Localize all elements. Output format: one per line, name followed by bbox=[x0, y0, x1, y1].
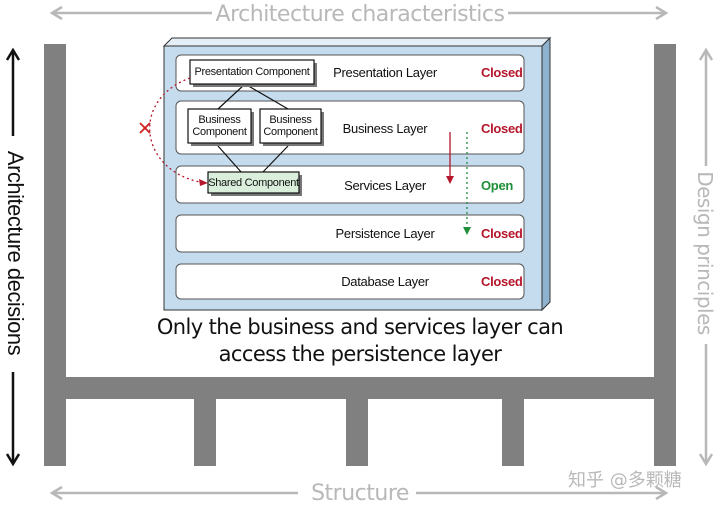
component-connectors bbox=[217, 83, 289, 174]
shared-component-label: Shared Component bbox=[208, 177, 299, 189]
business-to-services-arrowhead bbox=[446, 176, 454, 184]
presentation-component-box bbox=[189, 59, 315, 85]
leg-3 bbox=[502, 399, 524, 466]
left-pillar bbox=[44, 44, 66, 466]
blocked-bypass-arrowhead bbox=[199, 179, 208, 186]
bottom-arrow bbox=[49, 485, 669, 501]
presentation-layer-name: Presentation Layer bbox=[333, 65, 437, 80]
business-to-persistence-arrowhead bbox=[463, 227, 471, 235]
presentation-component-label: Presentation Component bbox=[194, 66, 310, 78]
business-component-2-label: Business Component bbox=[263, 114, 318, 138]
persistence-layer-status: Closed bbox=[481, 226, 523, 241]
business-component-1-label: Business Component bbox=[192, 114, 247, 138]
database-layer-box bbox=[175, 263, 525, 300]
presentation-layer-status: Closed bbox=[481, 65, 523, 80]
business-layer-name: Business Layer bbox=[342, 121, 428, 136]
leg-1 bbox=[194, 399, 216, 466]
architecture-decisions-label: Architecture decisions bbox=[3, 150, 28, 356]
structure-label: Structure bbox=[311, 481, 409, 506]
watermark: 知乎 @多颗糖 bbox=[568, 470, 682, 491]
database-layer-name: Database Layer bbox=[341, 274, 429, 289]
persistence-layer-name: Persistence Layer bbox=[335, 226, 435, 241]
business-layer-status: Closed bbox=[481, 121, 523, 136]
top-arrow bbox=[49, 5, 669, 21]
caption-line-1: Only the business and services layer can bbox=[156, 315, 564, 339]
structure-frame bbox=[44, 44, 676, 466]
right-arrow bbox=[698, 47, 714, 467]
leg-2 bbox=[346, 399, 368, 466]
shared-component-box bbox=[207, 171, 300, 194]
persistence-layer-box bbox=[175, 214, 525, 253]
architecture-characteristics-label: Architecture characteristics bbox=[215, 2, 505, 27]
diagram-caption: Only the business and services layer can… bbox=[150, 314, 570, 368]
design-principles-label: Design principles bbox=[693, 171, 717, 335]
floor-beam bbox=[44, 377, 676, 399]
component-boxes bbox=[187, 59, 324, 196]
services-layer-status: Open bbox=[481, 178, 514, 193]
left-arrow bbox=[5, 47, 21, 467]
blocked-x-icon bbox=[139, 122, 151, 134]
services-layer-name: Services Layer bbox=[344, 178, 426, 193]
blocked-bypass-arrow bbox=[149, 77, 201, 183]
business-component-1-box bbox=[187, 108, 252, 144]
business-component-2-box bbox=[259, 108, 322, 144]
caption-line-2: access the persistence layer bbox=[218, 342, 502, 366]
database-layer-status: Closed bbox=[481, 274, 523, 289]
right-pillar bbox=[654, 44, 676, 466]
